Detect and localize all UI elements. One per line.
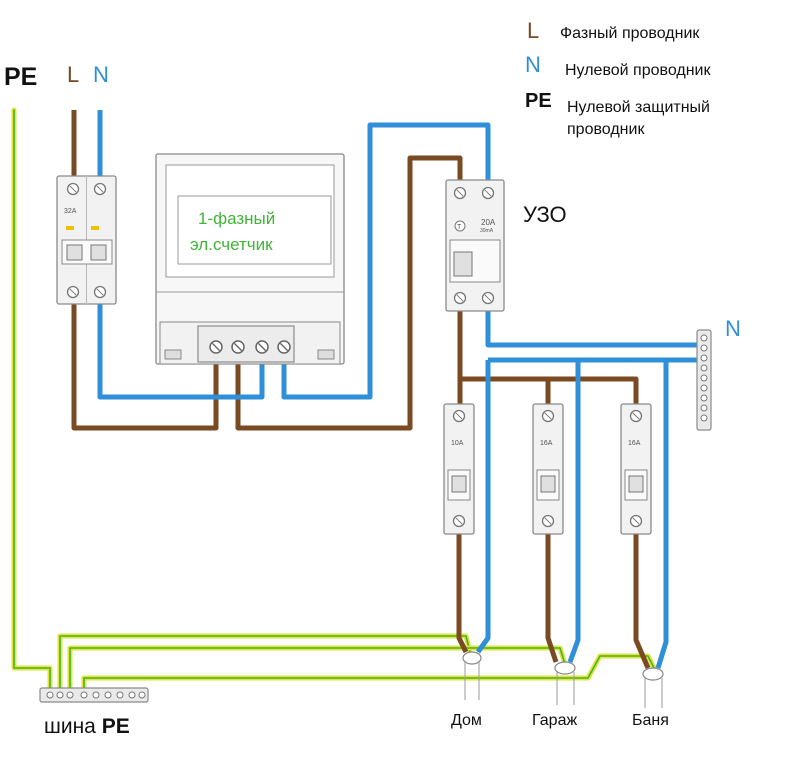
load-label-garage: Гараж xyxy=(532,712,578,729)
rcd-rating: 20A xyxy=(481,218,496,227)
pe-bus-bar xyxy=(39,687,149,703)
cable-garage xyxy=(554,661,576,705)
pe-bus-label-bold: PE xyxy=(101,715,130,738)
legend-text-pe-line2: проводник xyxy=(567,121,645,138)
legend-key-n: N xyxy=(525,52,541,77)
breaker-rating-garage: 16A xyxy=(540,440,553,447)
phase-out-banya xyxy=(633,530,651,669)
breaker-rating-banya: 16A xyxy=(628,440,641,447)
svg-text:T: T xyxy=(457,224,462,231)
neutral-rcd-to-bus xyxy=(485,306,700,348)
legend-key-l: L xyxy=(527,18,540,43)
pe-wire-dom xyxy=(57,633,473,693)
breaker-rating-dom: 10A xyxy=(451,440,464,447)
pe-bus-label-prefix: шина xyxy=(44,715,96,738)
branch-breaker-dom xyxy=(443,403,475,535)
pe-wire-garage xyxy=(67,645,568,693)
neutral-out-banya xyxy=(655,360,669,669)
phase-meter-to-rcd xyxy=(235,155,463,431)
pe-main-wire xyxy=(11,107,53,693)
rcd-label: УЗО xyxy=(523,202,567,227)
meter-label-line1: 1-фазный xyxy=(198,209,276,228)
phase-out-dom xyxy=(456,530,469,654)
rcd-device: T xyxy=(445,179,505,312)
n-bus-bar xyxy=(696,329,712,431)
meter-label-line2: эл.счетчик xyxy=(190,235,273,254)
legend-key-pe: PE xyxy=(525,90,552,112)
cable-dom xyxy=(462,651,482,700)
legend-text-n: Нулевой проводник xyxy=(565,62,711,79)
electric-meter xyxy=(155,153,345,365)
load-label-banya: Баня xyxy=(632,712,669,729)
rcd-sub-rating: 30mA xyxy=(480,228,494,234)
pe-bus-label: шина PE xyxy=(44,715,130,739)
cable-banya xyxy=(642,667,664,708)
legend-text-pe-line1: Нулевой защитный xyxy=(567,99,710,116)
main-breaker-rating: 32A xyxy=(64,208,77,215)
n-bus-label: N xyxy=(725,316,741,341)
phase-out-garage xyxy=(545,530,559,663)
main-breaker xyxy=(56,175,117,305)
neutral-wires xyxy=(97,110,700,669)
neutral-breaker-to-meter xyxy=(97,298,265,400)
load-label-dom: Дом xyxy=(451,712,482,729)
neutral-out-garage xyxy=(567,360,581,663)
branch-breaker-garage xyxy=(532,403,564,535)
top-label-n: N xyxy=(93,62,109,87)
legend-text-l: Фазный проводник xyxy=(560,25,700,42)
phase-bus xyxy=(460,376,639,408)
top-label-l: L xyxy=(67,62,80,87)
neutral-out-dom xyxy=(475,360,491,654)
neutral-meter-to-rcd xyxy=(281,122,491,400)
top-label-pe: PE xyxy=(4,63,38,91)
branch-breaker-banya xyxy=(620,403,652,535)
pe-wires xyxy=(11,107,657,693)
